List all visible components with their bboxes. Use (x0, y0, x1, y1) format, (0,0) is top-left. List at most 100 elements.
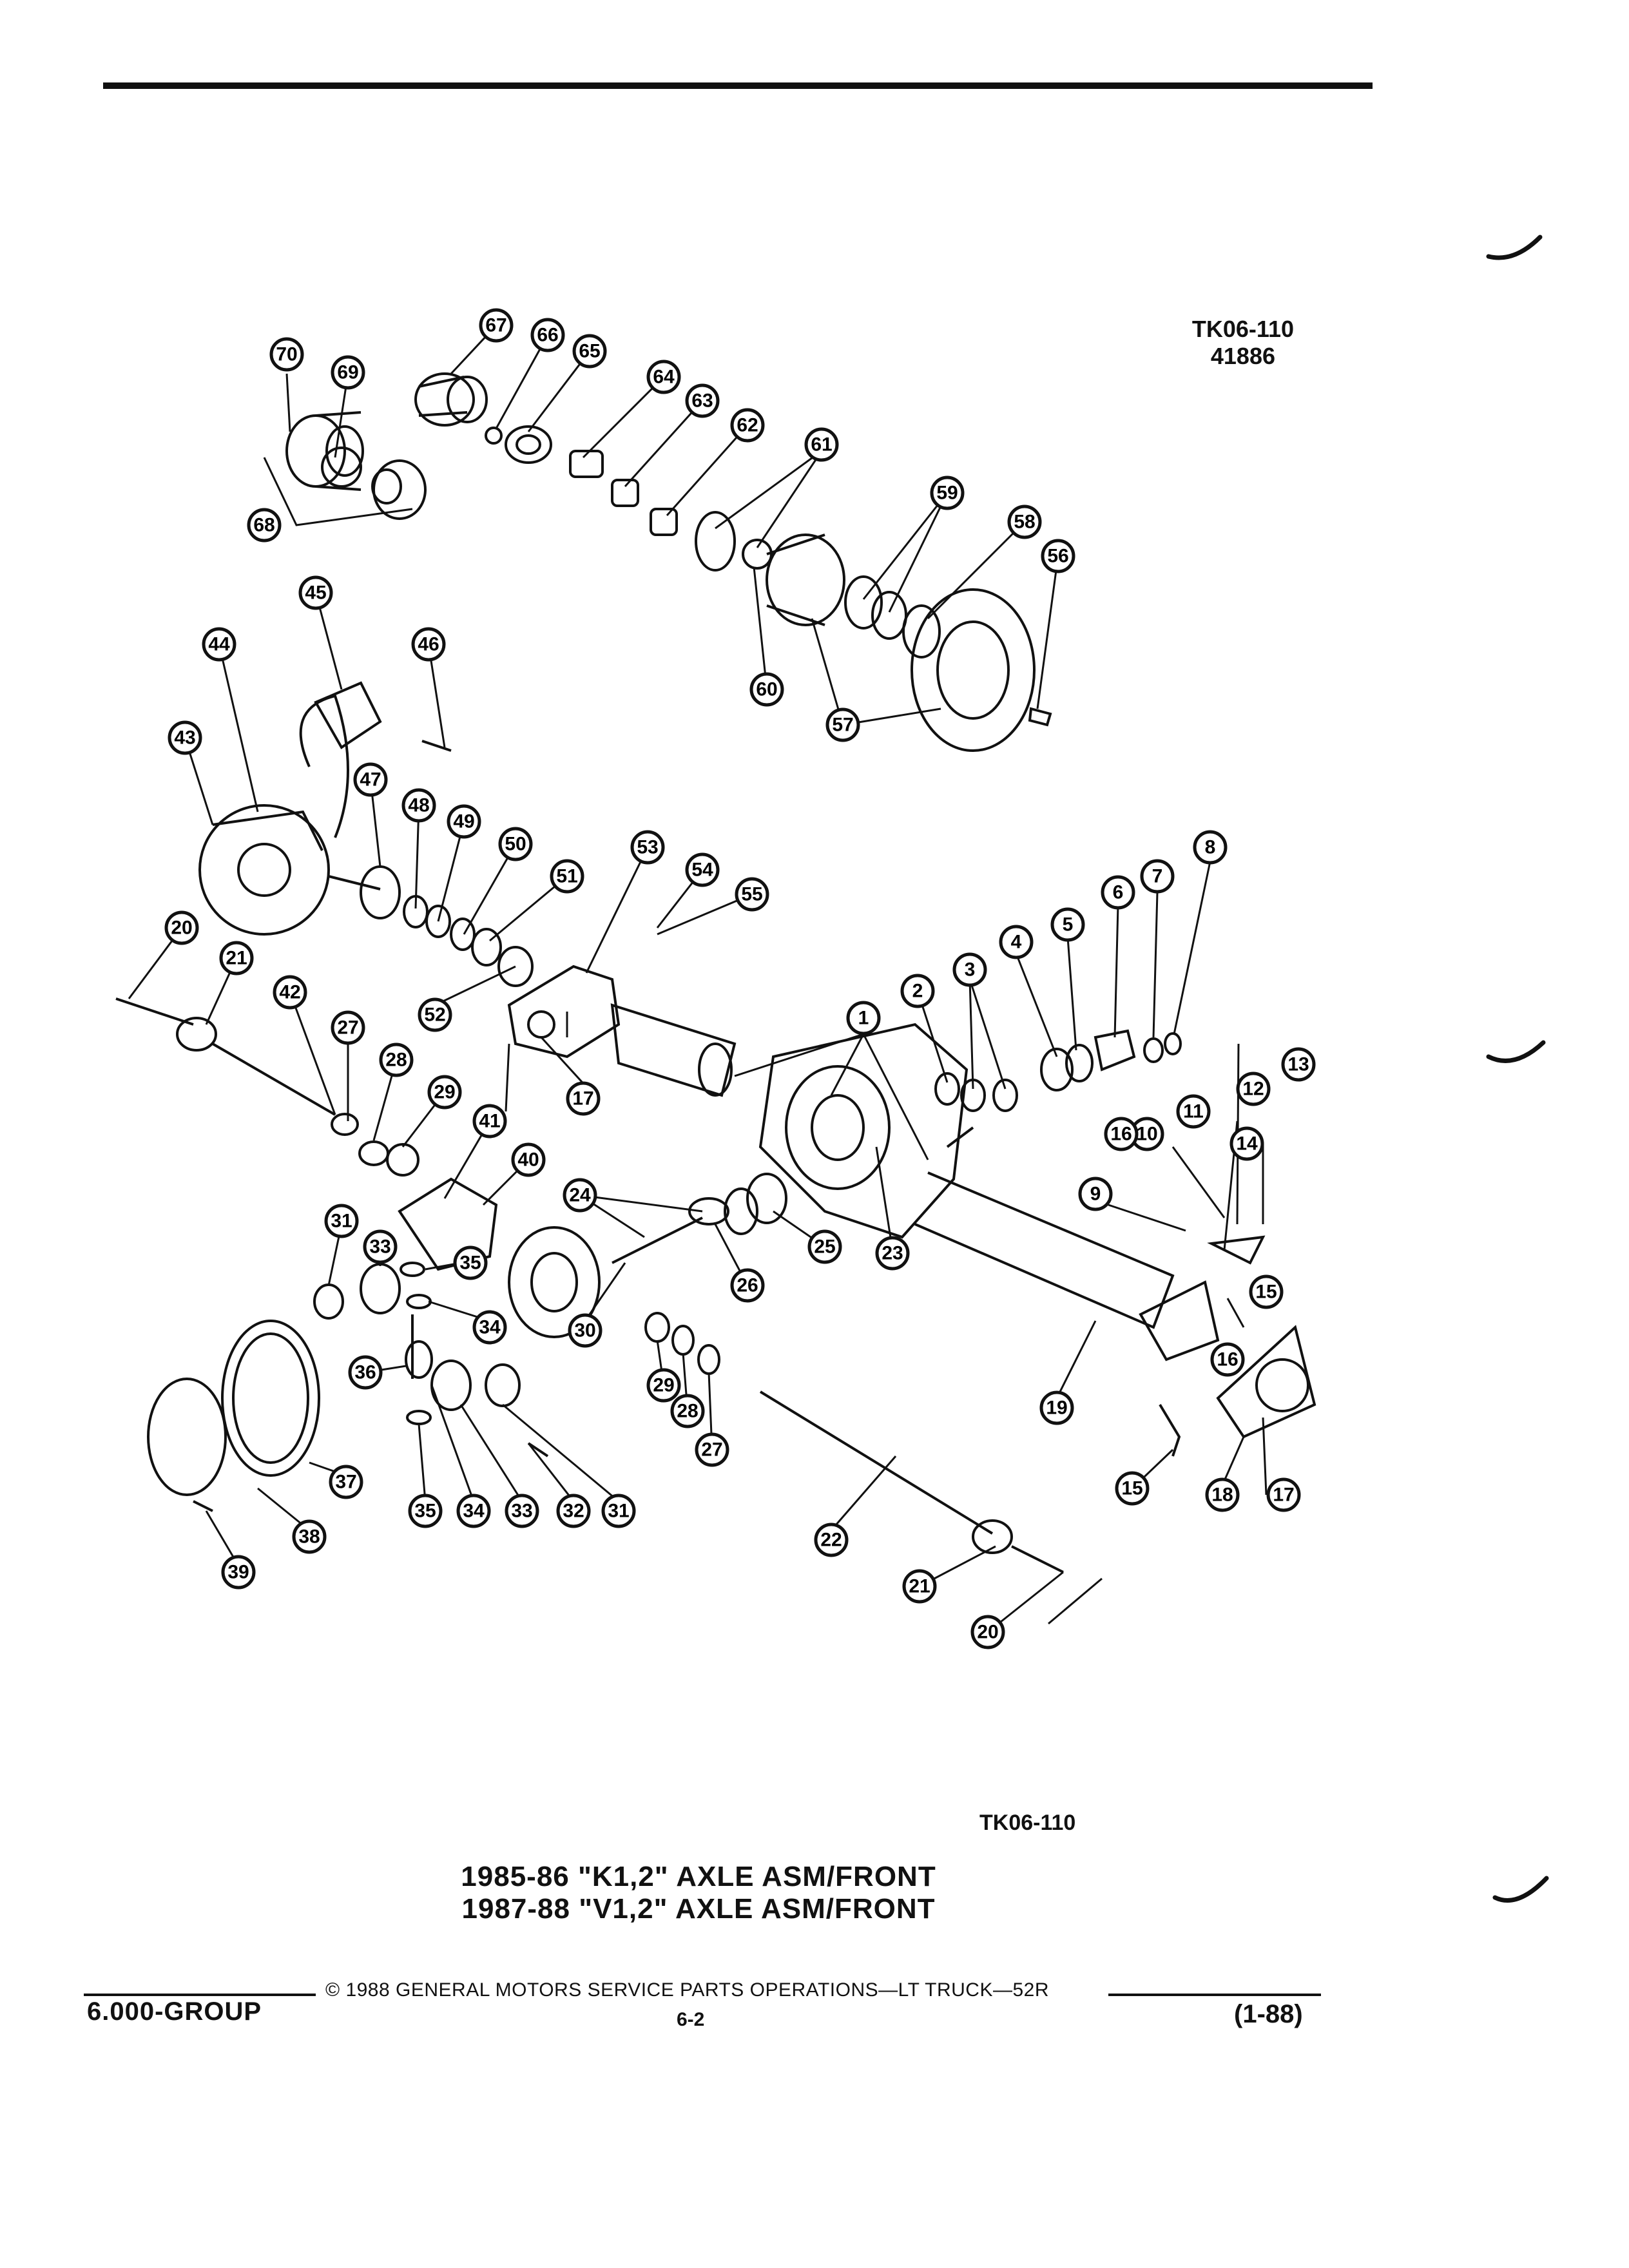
svg-text:56: 56 (1047, 546, 1068, 567)
svg-text:43: 43 (174, 727, 195, 749)
svg-text:12: 12 (1242, 1079, 1264, 1100)
svg-text:60: 60 (756, 679, 777, 700)
callout-69: 69 (331, 355, 365, 390)
callout-27b: 27 (695, 1432, 729, 1467)
svg-text:11: 11 (1183, 1101, 1204, 1122)
figure-code-top: TK06-110 (1191, 316, 1294, 342)
callout-27a: 27 (331, 1010, 365, 1045)
svg-text:62: 62 (737, 415, 758, 436)
footer-group: 6.000-GROUP (87, 1997, 262, 2026)
callout-60: 60 (749, 672, 784, 707)
footer-rule-left (84, 1994, 316, 1996)
callout-21b: 21 (902, 1569, 937, 1604)
callout-63: 63 (685, 383, 720, 418)
svg-text:1: 1 (858, 1008, 869, 1029)
callout-25: 25 (807, 1229, 842, 1264)
svg-text:21: 21 (226, 948, 247, 969)
svg-text:30: 30 (574, 1320, 595, 1341)
callout-31a: 31 (324, 1204, 359, 1238)
svg-text:7: 7 (1152, 866, 1163, 887)
svg-text:15: 15 (1121, 1478, 1142, 1499)
svg-text:37: 37 (335, 1472, 356, 1493)
callout-29a: 29 (427, 1075, 462, 1110)
callout-61: 61 (804, 427, 839, 462)
callout-15b: 15 (1115, 1471, 1150, 1506)
callout-45: 45 (298, 575, 333, 610)
title-line-2: 1987-88 "V1,2" AXLE ASM/FRONT (461, 1893, 936, 1925)
callout-33b: 33 (505, 1494, 539, 1528)
svg-text:34: 34 (479, 1317, 501, 1338)
callout-39: 39 (221, 1555, 256, 1590)
callout-13: 13 (1281, 1047, 1316, 1082)
svg-text:5: 5 (1063, 914, 1074, 936)
callout-20b: 20 (970, 1615, 1005, 1649)
svg-text:28: 28 (677, 1401, 698, 1422)
svg-text:24: 24 (569, 1185, 591, 1206)
svg-text:31: 31 (331, 1211, 352, 1232)
svg-text:29: 29 (653, 1375, 674, 1396)
svg-text:58: 58 (1014, 512, 1035, 533)
edge-mark-2 (1486, 1040, 1546, 1063)
svg-text:27: 27 (701, 1439, 722, 1461)
svg-text:2: 2 (912, 981, 923, 1002)
callout-51: 51 (550, 859, 584, 894)
callout-50: 50 (498, 827, 533, 861)
callout-41: 41 (472, 1104, 507, 1139)
svg-text:65: 65 (579, 341, 600, 362)
svg-text:63: 63 (691, 390, 713, 412)
callout-34b: 34 (456, 1494, 491, 1528)
callout-38: 38 (292, 1519, 327, 1554)
callout-43: 43 (168, 720, 202, 755)
svg-text:16: 16 (1110, 1124, 1132, 1145)
callout-17b: 17 (1266, 1477, 1301, 1512)
title-line-1: 1985-86 "K1,2" AXLE ASM/FRONT (461, 1861, 936, 1892)
footer-date: (1-88) (1234, 2000, 1303, 2028)
svg-text:46: 46 (418, 634, 439, 655)
svg-text:20: 20 (171, 918, 192, 939)
svg-text:69: 69 (337, 362, 358, 383)
callout-2: 2 (900, 974, 935, 1008)
svg-text:35: 35 (414, 1501, 436, 1522)
callout-34a: 34 (472, 1310, 507, 1345)
callout-30: 30 (568, 1313, 602, 1348)
callout-8: 8 (1193, 830, 1228, 865)
svg-text:34: 34 (463, 1501, 485, 1522)
svg-text:49: 49 (453, 811, 474, 832)
callout-68: 68 (247, 508, 282, 543)
svg-text:22: 22 (820, 1530, 842, 1551)
callout-24: 24 (563, 1178, 597, 1213)
callout-70: 70 (269, 337, 304, 372)
svg-text:50: 50 (505, 834, 526, 855)
callout-42: 42 (273, 975, 307, 1010)
callout-58: 58 (1007, 505, 1042, 539)
callout-26: 26 (730, 1268, 765, 1303)
callout-36: 36 (348, 1355, 383, 1390)
svg-text:35: 35 (459, 1253, 481, 1274)
svg-text:64: 64 (653, 367, 675, 388)
svg-text:53: 53 (637, 837, 658, 858)
callout-47: 47 (353, 762, 388, 797)
figure-code-top-block: TK06-110 41886 (1192, 316, 1294, 370)
edge-mark-3 (1492, 1876, 1549, 1903)
callout-59: 59 (930, 476, 965, 510)
svg-text:41: 41 (479, 1111, 500, 1132)
callout-53: 53 (630, 830, 665, 865)
callout-20a: 20 (164, 910, 199, 945)
svg-text:32: 32 (563, 1501, 584, 1522)
callout-32: 32 (556, 1494, 591, 1528)
callout-16b: 16 (1210, 1342, 1245, 1377)
svg-text:19: 19 (1046, 1398, 1067, 1419)
callout-4: 4 (999, 925, 1034, 959)
footer-copyright: © 1988 GENERAL MOTORS SERVICE PARTS OPER… (325, 1979, 1050, 2001)
svg-text:28: 28 (385, 1050, 407, 1071)
parts-artwork (115, 372, 1316, 1573)
callout-17a: 17 (566, 1081, 601, 1116)
svg-text:16: 16 (1217, 1349, 1238, 1370)
svg-text:10: 10 (1136, 1124, 1157, 1145)
callout-18a: 18 (1205, 1477, 1240, 1512)
svg-text:48: 48 (408, 795, 429, 816)
svg-text:61: 61 (811, 434, 832, 456)
callout-35a: 35 (453, 1245, 488, 1280)
callout-57: 57 (825, 707, 860, 742)
